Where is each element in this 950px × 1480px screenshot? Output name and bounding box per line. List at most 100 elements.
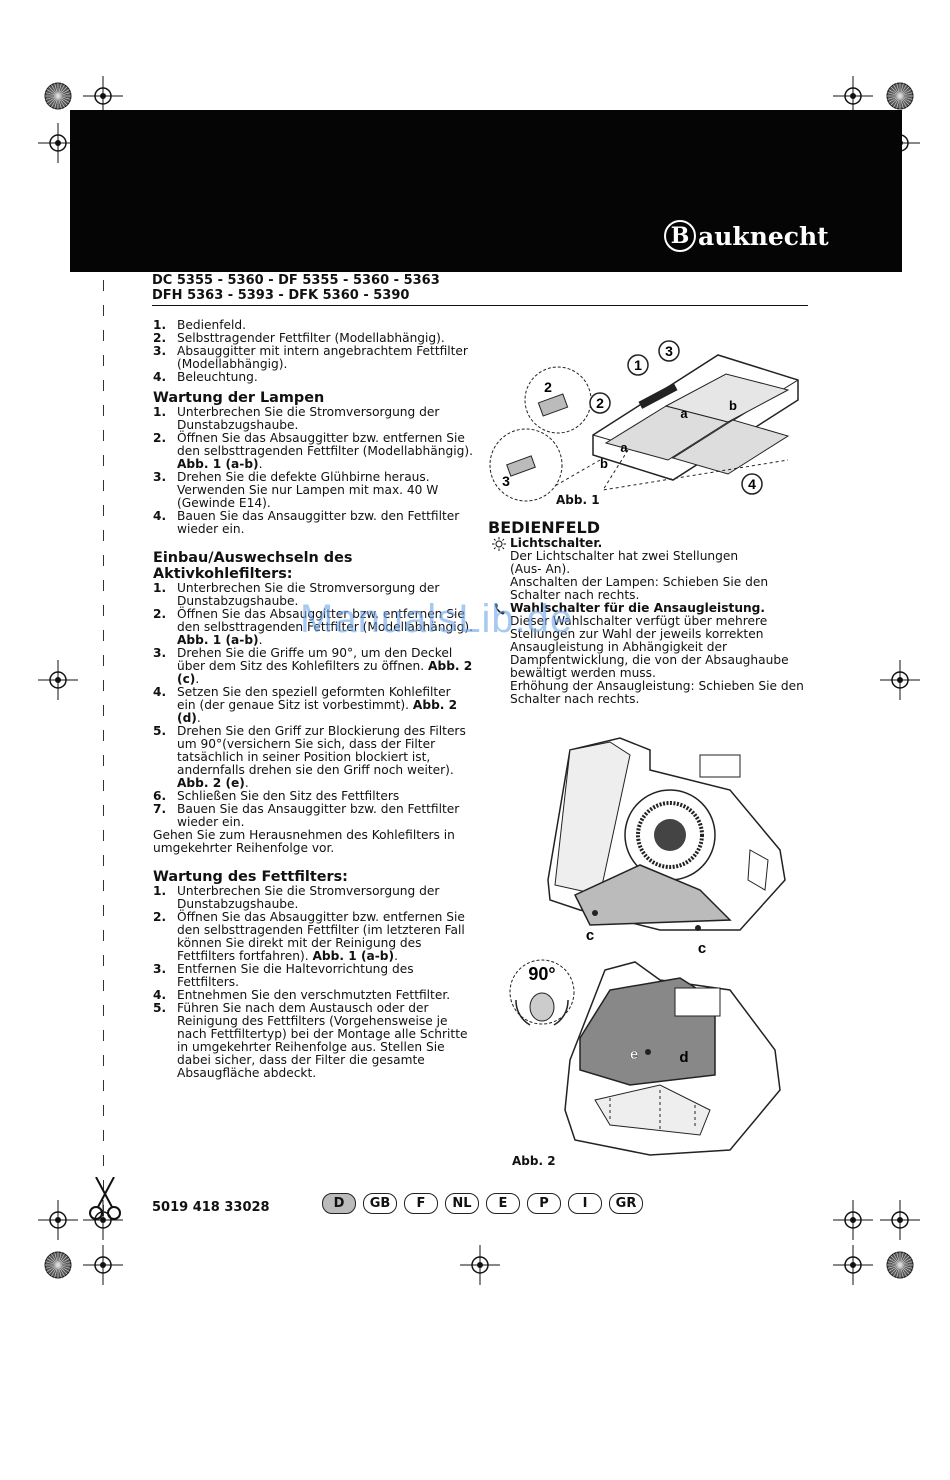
fig1-callout-2: 2 bbox=[596, 395, 604, 411]
color-target-mark bbox=[899, 92, 913, 97]
carbon-item-number: 6. bbox=[153, 789, 167, 803]
cut-dash bbox=[103, 1205, 104, 1216]
bedienfeld-heading: BEDIENFELD bbox=[488, 518, 601, 537]
grease-heading: Wartung des Fettfilters: bbox=[153, 869, 348, 885]
cut-dash bbox=[103, 455, 104, 466]
color-target-mark bbox=[57, 95, 65, 108]
cut-dash bbox=[103, 805, 104, 816]
language-f[interactable]: F bbox=[404, 1193, 438, 1214]
color-target-mark bbox=[44, 82, 72, 110]
color-target-mark bbox=[51, 84, 59, 97]
header-band bbox=[70, 110, 902, 272]
part-number: 5019 418 33028 bbox=[152, 1200, 270, 1215]
light-line-1: Der Lichtschalter hat zwei Stellungen bbox=[510, 549, 739, 563]
color-target-mark bbox=[899, 1264, 907, 1277]
fan-line-3: Ansaugleistung in Abhängigkeit der bbox=[510, 640, 728, 654]
language-p[interactable]: P bbox=[527, 1193, 561, 1214]
cut-dash bbox=[103, 305, 104, 316]
grease-item-number: 5. bbox=[153, 1001, 167, 1015]
language-i[interactable]: I bbox=[568, 1193, 602, 1214]
crosshair-mark bbox=[49, 671, 67, 689]
grease-item-4: 4.Entnehmen Sie den verschmutzten Fettfi… bbox=[153, 989, 473, 1002]
crosshair-mark bbox=[844, 1211, 862, 1229]
logo-text: auknecht bbox=[698, 221, 829, 251]
carbon-item-number: 7. bbox=[153, 802, 167, 816]
color-target-mark bbox=[899, 89, 912, 97]
models-divider bbox=[152, 305, 808, 306]
color-target-mark bbox=[888, 89, 901, 97]
color-target-mark bbox=[888, 1264, 901, 1272]
color-target-mark bbox=[886, 82, 914, 110]
fan-switch-section: Wahlschalter für die Ansaugleistung. Die… bbox=[488, 602, 808, 706]
color-target-mark bbox=[899, 1255, 910, 1266]
color-target-mark bbox=[893, 1264, 901, 1277]
fan-line-4: Dampfentwicklung, die von der Absaughaub… bbox=[510, 653, 789, 667]
cut-dash bbox=[103, 880, 104, 891]
cut-dash bbox=[103, 930, 104, 941]
sun-icon bbox=[488, 537, 510, 602]
carbon-item-text: Öffnen Sie das Absauggitter bzw. entfern… bbox=[177, 607, 473, 647]
color-target-mark bbox=[899, 1264, 913, 1269]
carbon-list: 1.Unterbrechen Sie die Stromversorgung d… bbox=[153, 582, 473, 829]
color-target-mark bbox=[48, 86, 59, 97]
language-gb[interactable]: GB bbox=[363, 1193, 397, 1214]
lamps-item-number: 4. bbox=[153, 509, 167, 523]
color-target-mark bbox=[57, 95, 71, 100]
color-target-mark bbox=[899, 95, 913, 100]
cut-dash bbox=[103, 505, 104, 516]
crosshair-mark bbox=[850, 1262, 856, 1268]
cut-dash bbox=[103, 530, 104, 541]
light-switch-label: Lichtschalter. bbox=[510, 536, 603, 550]
color-target-mark bbox=[45, 92, 59, 97]
color-target-mark bbox=[899, 1258, 912, 1266]
color-target-mark bbox=[899, 1264, 904, 1278]
intro-item-3: 3.Absauggitter mit intern angebrachtem F… bbox=[153, 345, 473, 371]
grease-item-text: Führen Sie nach dem Austausch oder der R… bbox=[177, 1001, 468, 1080]
color-target-mark bbox=[51, 1264, 59, 1277]
language-e[interactable]: E bbox=[486, 1193, 520, 1214]
carbon-item-1: 1.Unterbrechen Sie die Stromversorgung d… bbox=[153, 582, 473, 608]
crosshair-mark bbox=[100, 93, 106, 99]
cut-dash bbox=[103, 355, 104, 366]
light-line-2: (Aus- An). bbox=[510, 562, 571, 576]
language-nl[interactable]: NL bbox=[445, 1193, 479, 1214]
grease-item-5: 5. Führen Sie nach dem Austausch oder der… bbox=[153, 1002, 473, 1080]
color-target-mark bbox=[887, 92, 901, 97]
language-d[interactable]: D bbox=[322, 1193, 356, 1214]
language-gr[interactable]: GR bbox=[609, 1193, 643, 1214]
lamps-item-text: Unterbrechen Sie die Stromversorgung der… bbox=[177, 405, 440, 432]
fig1-letter-a2: a bbox=[620, 440, 628, 455]
carbon-heading: Einbau/Auswechseln des Aktivkohlefilters… bbox=[153, 550, 473, 582]
grease-item-number: 4. bbox=[153, 988, 167, 1002]
carbon-figure-ref: Abb. 2 (c) bbox=[177, 659, 473, 686]
color-target-mark bbox=[46, 1258, 59, 1266]
color-target-mark bbox=[890, 95, 901, 106]
carbon-item-number: 5. bbox=[153, 724, 167, 738]
color-target-mark bbox=[57, 1264, 71, 1269]
color-target-mark bbox=[899, 84, 907, 97]
cut-dash bbox=[103, 605, 104, 616]
color-target-mark bbox=[57, 95, 70, 103]
color-target-mark bbox=[54, 83, 59, 97]
grease-item-number: 2. bbox=[153, 910, 167, 924]
grease-item-3: 3.Entfernen Sie die Haltevorrichtung des… bbox=[153, 963, 473, 989]
color-target-mark bbox=[57, 92, 71, 97]
carbon-item-number: 3. bbox=[153, 646, 167, 660]
logo-b-ring-icon: B bbox=[664, 220, 696, 252]
fan-line-2: Stellungen zur Wahl der jeweils korrekte… bbox=[510, 627, 764, 641]
light-line-3: Anschalten der Lampen: Schieben Sie den bbox=[510, 575, 769, 589]
grease-figure-ref: Abb. 1 (a-b) bbox=[312, 949, 395, 963]
cut-dash bbox=[103, 905, 104, 916]
color-target-mark bbox=[899, 83, 904, 97]
cut-dash bbox=[103, 830, 104, 841]
carbon-item-text: Schließen Sie den Sitz des Fettfilters bbox=[177, 789, 400, 803]
color-target-mark bbox=[57, 1255, 68, 1266]
right-column: BEDIENFELD Lichtschalter. Der Lichtschal… bbox=[488, 519, 808, 706]
cut-dash bbox=[103, 330, 104, 341]
color-target-mark bbox=[893, 95, 901, 108]
carbon-item-text: Drehen Sie die Griffe um 90°, um den Dec… bbox=[177, 646, 473, 686]
color-target-mark bbox=[57, 1264, 68, 1275]
color-target-mark bbox=[45, 95, 59, 100]
intro-item-text: Bedienfeld. bbox=[177, 318, 246, 332]
